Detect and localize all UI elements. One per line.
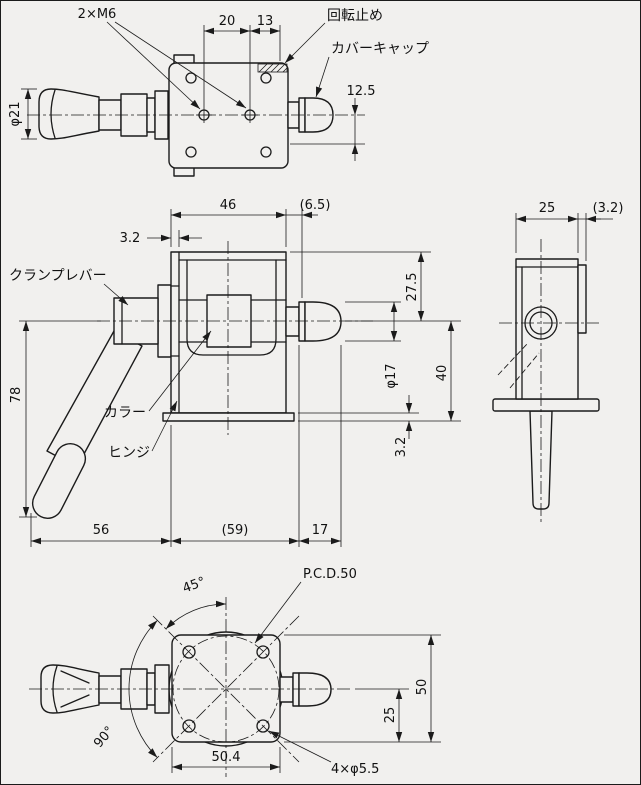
dim-50-4-label: 50.4 <box>212 750 241 765</box>
dim-50-label: 50 <box>415 679 430 696</box>
bolt-hole <box>182 645 196 659</box>
dim-3-2-top: 3.2 <box>120 231 202 246</box>
side-view: 25 (3.2) <box>492 201 624 525</box>
side-flange <box>492 398 600 412</box>
dim-56-label: 56 <box>93 523 110 538</box>
bolt-hole <box>256 645 270 659</box>
callout-collar: カラー <box>104 330 212 421</box>
pcd-label: P.C.D.50 <box>303 567 357 582</box>
dim-78-label: 78 <box>9 387 24 404</box>
dim-hole-spacing: 20 13 <box>203 14 281 107</box>
dim-27-5-label: 27.5 <box>405 273 420 302</box>
bracket-body <box>162 251 295 422</box>
callout-thread: 2×M6 <box>78 7 247 110</box>
thread-spec-label: 2×M6 <box>78 7 117 22</box>
dim-40-label: 40 <box>435 365 450 382</box>
dim-bottom-chain: 56 (59) 17 <box>30 345 342 547</box>
callout-clamp-lever: クランプレバー <box>9 268 129 306</box>
dim-25-label: 25 <box>383 707 398 724</box>
dim-25-label: 25 <box>539 201 556 216</box>
dim-17-label: 17 <box>312 523 329 538</box>
cover-cap-bottom <box>279 672 332 707</box>
base-flange <box>162 412 295 422</box>
grip-handle-top <box>38 88 169 140</box>
hinge-plate-edge <box>577 264 587 334</box>
dim-3-2-bottom-label: 3.2 <box>394 437 409 458</box>
mounting-plate-top <box>168 54 289 177</box>
callout-pcd: P.C.D.50 <box>254 567 357 644</box>
dim-3-2-label: (3.2) <box>593 201 624 216</box>
dim-13-label: 13 <box>257 14 274 29</box>
bolt-holes-label: 4×φ5.5 <box>331 762 379 777</box>
hinge-label: ヒンジ <box>108 445 150 461</box>
dim-right-stack: 27.5 40 φ17 3.2 <box>290 251 461 458</box>
rotation-stop-label: 回転止め <box>327 8 383 24</box>
diagonal-centerline-2 <box>152 615 300 763</box>
side-plate <box>515 258 579 400</box>
dim-12-5: 12.5 <box>290 84 375 161</box>
dim-6-5-label: (6.5) <box>300 198 331 213</box>
dim-12-5-label: 12.5 <box>347 84 376 99</box>
callout-bolt-holes: 4×φ5.5 <box>268 730 379 777</box>
dim-angle-45: 45° <box>165 574 227 630</box>
clamp-lever-label: クランプレバー <box>9 268 107 284</box>
dim-50-4: 50.4 <box>171 747 281 773</box>
angle-90-label: 90° <box>91 724 117 751</box>
bolt-hole <box>256 719 270 733</box>
rotation-stop-hatch <box>257 63 288 73</box>
dim-3-2-top-label: 3.2 <box>120 231 141 246</box>
lever-alt-position <box>497 342 529 376</box>
dim-59-label: (59) <box>222 523 249 538</box>
collar-label: カラー <box>104 405 146 421</box>
dim-50-25: 50 25 <box>284 634 441 743</box>
dim-25-32: 25 (3.2) <box>515 201 624 261</box>
bottom-view: 45° 90° P.C.D.50 4×φ5.5 50 25 <box>29 567 441 777</box>
cover-cap-label: カバーキャップ <box>331 41 429 57</box>
dim-46-label: 46 <box>220 198 237 213</box>
front-view: 46 (6.5) 3.2 27.5 40 φ17 3.2 <box>9 198 461 547</box>
bolt-hole <box>182 719 196 733</box>
callout-hinge: ヒンジ <box>108 400 178 461</box>
dim-phi21: φ21 <box>8 88 37 140</box>
dia-17-label: φ17 <box>384 363 399 388</box>
lever-alt-position-2 <box>509 352 540 389</box>
lever-grip <box>31 443 87 519</box>
callout-cover-cap: カバーキャップ <box>315 41 429 98</box>
plunger-pin <box>285 301 342 342</box>
angle-45-label: 45° <box>181 574 208 596</box>
top-view: φ21 20 13 2×M6 回転止め カバーキャップ <box>8 7 429 177</box>
dim-20-label: 20 <box>219 14 236 29</box>
dim-78: 78 <box>9 320 101 518</box>
callout-rotation-stop: 回転止め <box>284 8 383 64</box>
dia-21-label: φ21 <box>8 101 23 126</box>
